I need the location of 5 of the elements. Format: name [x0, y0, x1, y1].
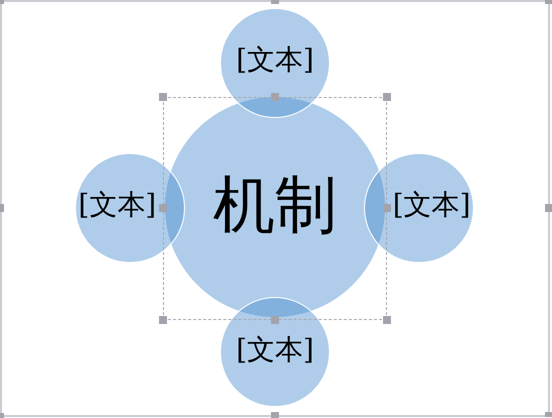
circle-label: [文本]	[236, 46, 314, 74]
circle-label: [文本]	[236, 336, 314, 364]
circle-label: 机制	[213, 174, 337, 236]
circle-label: [文本]	[392, 190, 471, 219]
circle-label: [文本]	[78, 190, 156, 219]
